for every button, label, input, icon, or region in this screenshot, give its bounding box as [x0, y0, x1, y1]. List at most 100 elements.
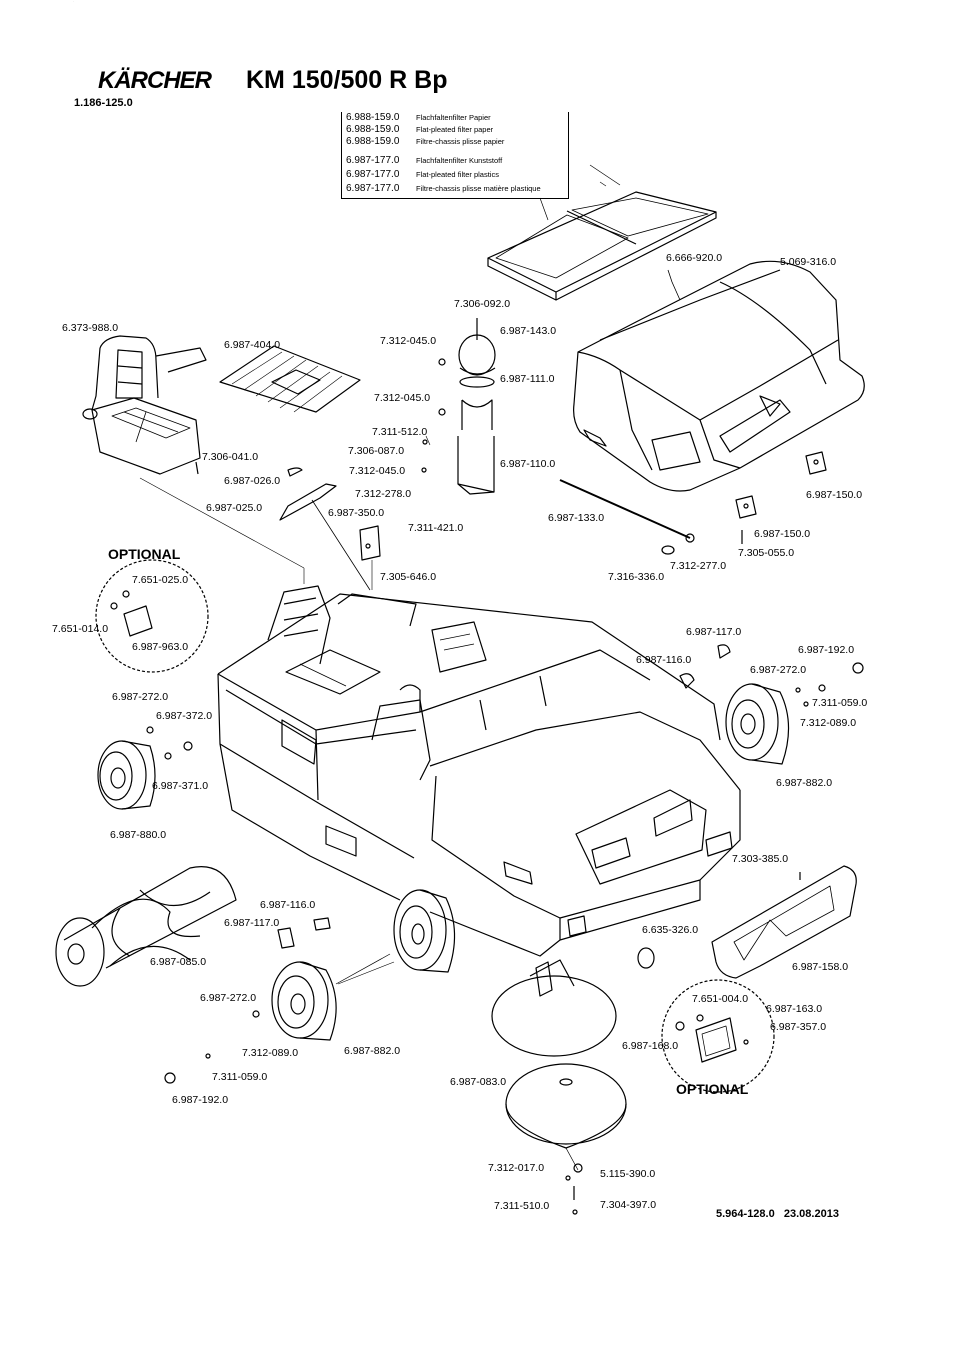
- part-label: 6.987-143.0: [500, 325, 557, 337]
- part-label: 6.987-133.0: [548, 512, 605, 524]
- part-label: 7.306-092.0: [454, 298, 511, 310]
- part-label: 6.987-150.0: [754, 528, 811, 540]
- floor-mat: [219, 345, 361, 413]
- model-title: KM 150/500 R Bp: [246, 66, 448, 94]
- doc-date: 23.08.2013: [783, 1208, 839, 1220]
- front-wheel: [393, 889, 456, 973]
- part-label: 6.987-882.0: [344, 1045, 401, 1057]
- part-label: 6.987-117.0: [686, 626, 742, 638]
- small-parts: [277, 644, 731, 969]
- part-label: 6.987-085.0: [150, 956, 207, 968]
- machine-body: [217, 585, 741, 957]
- part-label: 5.115-390.0: [600, 1168, 656, 1180]
- part-label: 7.304-397.0: [600, 1199, 657, 1211]
- hinges: [735, 451, 827, 544]
- part-label: 6.987-116.0: [260, 899, 316, 911]
- part-label: 7.312-045.0: [349, 465, 406, 477]
- part-label: 7.311-421.0: [408, 522, 464, 534]
- part-label: 7.651-004.0: [692, 993, 749, 1005]
- part-label: 7.303-385.0: [732, 853, 789, 865]
- part-label: 6.987-880.0: [110, 829, 167, 841]
- part-label: 6.987-372.0: [156, 710, 213, 722]
- brand-name: KÄRCHER: [98, 67, 212, 94]
- optional-label-left: OPTIONAL: [108, 546, 181, 562]
- filter-panels: [487, 164, 717, 301]
- part-label: 7.316-336.0: [608, 571, 665, 583]
- part-label: 6.987-357.0: [770, 1021, 827, 1033]
- part-label: 6.987-272.0: [200, 992, 257, 1004]
- part-label: 6.987-150.0: [806, 489, 863, 501]
- bracket: [359, 525, 381, 561]
- part-label: 6.987-882.0: [776, 777, 833, 789]
- side-broom: [491, 959, 617, 1057]
- karcher-logo-icon: [73, 1, 74, 2]
- part-label: 7.311-512.0: [372, 426, 428, 438]
- right-rear-wheel: [725, 662, 864, 765]
- part-label: 6.987-026.0: [224, 475, 281, 487]
- operator-seat: [82, 335, 207, 475]
- part-label: 6.987-404.0: [224, 339, 281, 351]
- part-label: 7.312-277.0: [670, 560, 727, 572]
- part-label: 7.312-089.0: [242, 1047, 299, 1059]
- part-label: 6.987-158.0: [792, 961, 849, 973]
- part-label: 7.311-510.0: [494, 1200, 550, 1212]
- doc-number: 5.964-128.0: [716, 1208, 775, 1220]
- part-label: 7.306-041.0: [202, 451, 259, 463]
- lower-wheel: [164, 953, 391, 1084]
- part-label: 6.987-116.0: [636, 654, 692, 666]
- part-label: 6.987-111.0: [500, 373, 555, 385]
- part-label: 6.987-168.0: [622, 1040, 679, 1052]
- part-label: 6.987-163.0: [766, 1003, 823, 1015]
- part-label: 6.987-350.0: [328, 507, 385, 519]
- part-label: 6.987-272.0: [750, 664, 807, 676]
- beacon-light: [421, 318, 496, 495]
- part-label: 7.311-059.0: [212, 1071, 268, 1083]
- part-label: 7.651-014.0: [52, 623, 109, 635]
- part-label: 7.305-055.0: [738, 547, 795, 559]
- optional-lamp-right: [661, 979, 775, 1093]
- part-label: 7.312-045.0: [380, 335, 437, 347]
- part-label: 6.666-920.0: [666, 252, 723, 264]
- part-label: 6.987-272.0: [112, 691, 169, 703]
- optional-label-right: OPTIONAL: [676, 1081, 749, 1097]
- part-label: 6.987-083.0: [450, 1076, 507, 1088]
- rear-bumper: [711, 865, 857, 979]
- part-label: 6.987-025.0: [206, 502, 263, 514]
- part-label: 7.312-278.0: [355, 488, 412, 500]
- part-label: 7.312-089.0: [800, 717, 857, 729]
- part-label: 6.987-192.0: [172, 1094, 229, 1106]
- part-label: 6.987-963.0: [132, 641, 189, 653]
- part-label: 7.651-025.0: [132, 574, 189, 586]
- part-label: 6.987-192.0: [798, 644, 855, 656]
- part-label: 7.312-017.0: [488, 1162, 545, 1174]
- footer: 5.964-128.0 23.08.2013: [716, 1208, 839, 1220]
- roller-brush: [55, 866, 237, 987]
- part-label: 7.312-045.0: [374, 392, 431, 404]
- hood-rod: [559, 479, 695, 555]
- part-label: 5.069-316.0: [780, 256, 837, 268]
- part-label: 7.306-087.0: [348, 445, 405, 457]
- left-rear-wheel: [97, 726, 193, 810]
- part-label: 7.305-646.0: [380, 571, 437, 583]
- part-label: 6.987-371.0: [152, 780, 209, 792]
- part-label: 6.373-988.0: [62, 322, 119, 334]
- steering-wheel: [279, 467, 371, 591]
- part-label: 6.987-110.0: [500, 458, 556, 470]
- part-label: 7.311-059.0: [812, 697, 868, 709]
- leader-lines: [139, 181, 607, 985]
- broom-disc: [505, 1063, 627, 1215]
- main-hood: [573, 260, 865, 492]
- order-number: 1.186-125.0: [74, 97, 133, 109]
- part-label: 6.987-117.0: [224, 917, 280, 929]
- optional-lamp-left: [95, 559, 209, 673]
- part-label: 6.635-326.0: [642, 924, 699, 936]
